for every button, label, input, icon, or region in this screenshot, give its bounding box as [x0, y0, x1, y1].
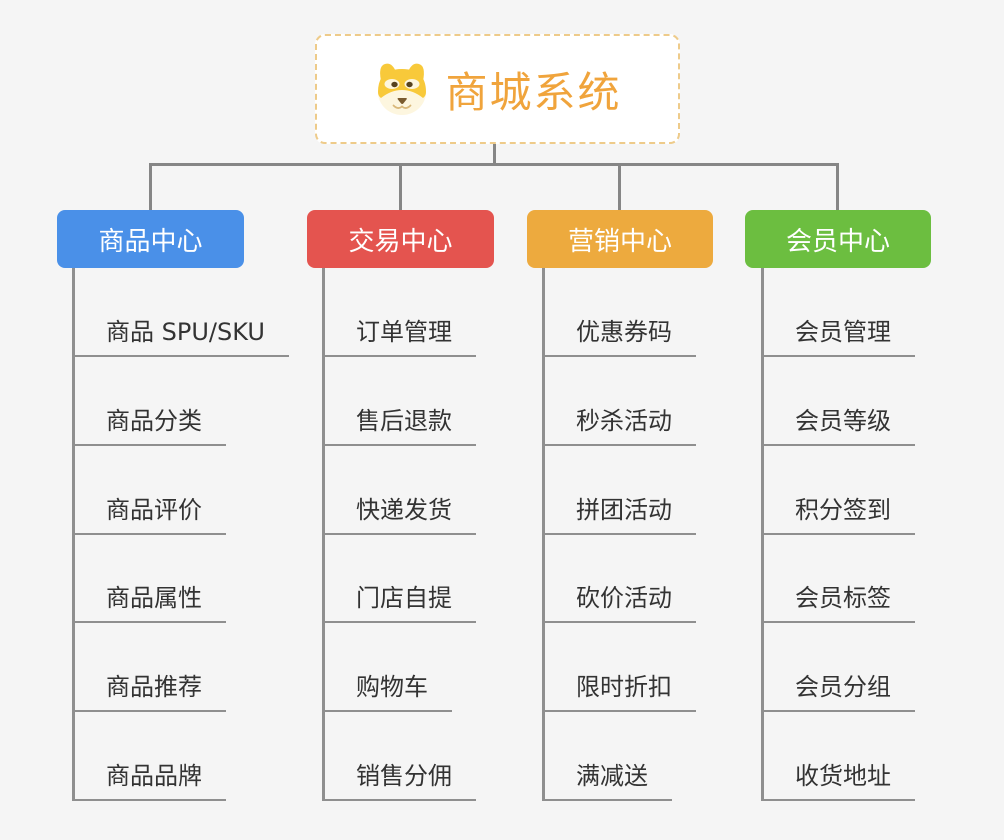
branch-node-product-center[interactable]: 商品中心 — [57, 210, 244, 268]
branch-drop-line — [149, 163, 152, 210]
dog-face-icon — [373, 61, 431, 117]
root-node[interactable]: 商城系统 — [315, 34, 680, 144]
branch-node-marketing-center[interactable]: 营销中心 — [527, 210, 713, 268]
leaf-node[interactable]: 积分签到 — [761, 493, 915, 535]
leaf-node[interactable]: 商品品牌 — [72, 759, 226, 801]
leaf-node[interactable]: 商品分类 — [72, 404, 226, 446]
leaf-node[interactable]: 快递发货 — [322, 493, 476, 535]
branch-drop-line — [836, 163, 839, 210]
leaf-node[interactable]: 订单管理 — [322, 315, 476, 357]
branch-node-trade-center[interactable]: 交易中心 — [307, 210, 494, 268]
leaf-node[interactable]: 拼团活动 — [542, 493, 696, 535]
branch-drop-line — [618, 163, 621, 210]
leaf-node[interactable]: 商品推荐 — [72, 670, 226, 712]
leaf-node[interactable]: 商品评价 — [72, 493, 226, 535]
root-stem-line — [493, 140, 496, 166]
leaf-node[interactable]: 砍价活动 — [542, 581, 696, 623]
leaf-node[interactable]: 会员分组 — [761, 670, 915, 712]
leaf-node[interactable]: 满减送 — [542, 759, 672, 801]
leaf-node[interactable]: 限时折扣 — [542, 670, 696, 712]
leaf-node[interactable]: 会员等级 — [761, 404, 915, 446]
branch-rail-line — [149, 163, 839, 166]
leaf-node[interactable]: 会员管理 — [761, 315, 915, 357]
leaf-node[interactable]: 商品 SPU/SKU — [72, 315, 289, 357]
leaf-node[interactable]: 门店自提 — [322, 581, 476, 623]
root-title: 商城系统 — [445, 67, 622, 117]
branch-drop-line — [399, 163, 402, 210]
branch-node-member-center[interactable]: 会员中心 — [745, 210, 931, 268]
leaf-node[interactable]: 购物车 — [322, 670, 452, 712]
leaf-node[interactable]: 优惠券码 — [542, 315, 696, 357]
leaf-node[interactable]: 售后退款 — [322, 404, 476, 446]
leaf-node[interactable]: 销售分佣 — [322, 759, 476, 801]
leaf-node[interactable]: 商品属性 — [72, 581, 226, 623]
leaf-node[interactable]: 会员标签 — [761, 581, 915, 623]
leaf-node[interactable]: 秒杀活动 — [542, 404, 696, 446]
leaf-node[interactable]: 收货地址 — [761, 759, 915, 801]
